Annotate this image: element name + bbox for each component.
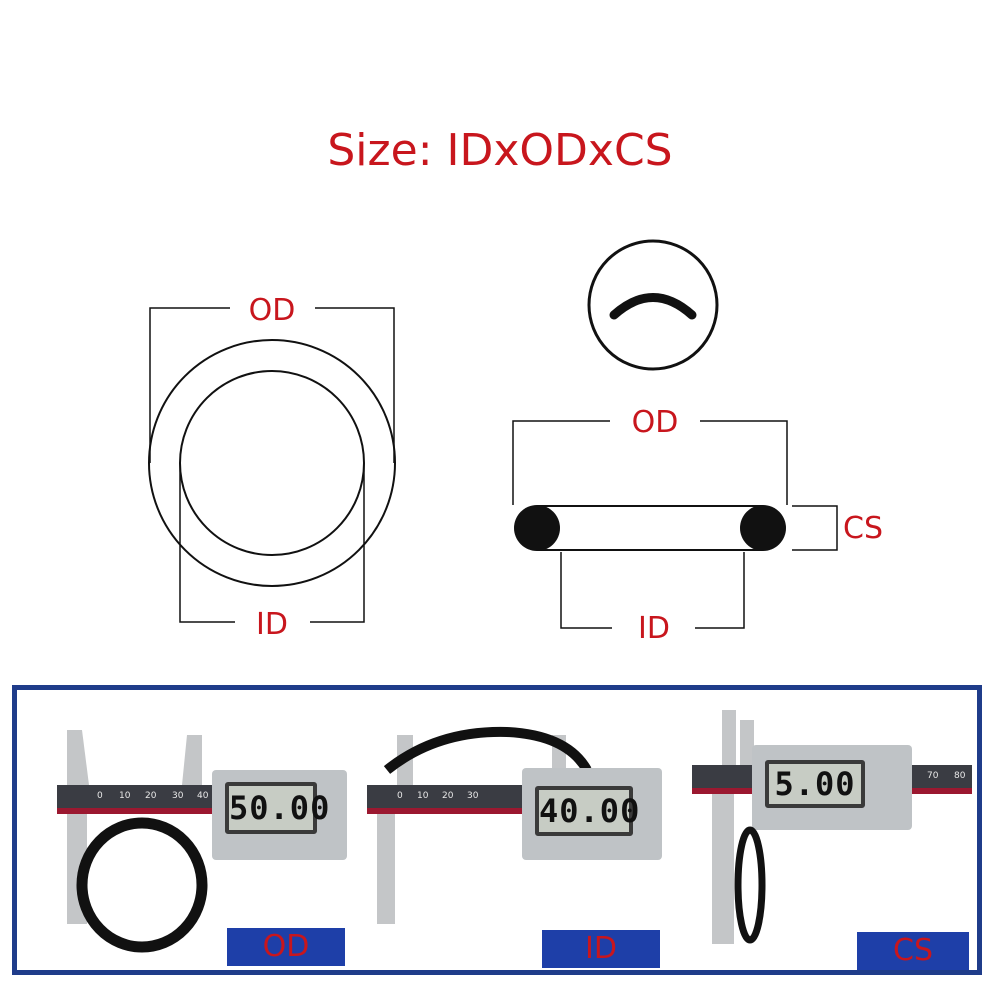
svg-text:80: 80 — [954, 771, 966, 781]
svg-text:70: 70 — [927, 771, 939, 781]
page-title: Size: IDxODxCS — [327, 125, 672, 176]
side-od-line-right — [700, 420, 788, 505]
front-od-label: OD — [249, 293, 296, 328]
side-id-line-right — [695, 552, 745, 629]
svg-text:10: 10 — [417, 791, 429, 801]
side-view — [512, 420, 838, 629]
side-id-label: ID — [638, 611, 670, 646]
svg-text:10: 10 — [119, 791, 131, 801]
caliper-display: 50.00 — [225, 782, 329, 834]
side-od-line-left — [512, 420, 610, 505]
caliper-display: 40.00 — [535, 786, 639, 836]
tag-od: OD — [227, 928, 345, 966]
id-dimension-line — [179, 463, 235, 623]
id-dimension-line-right — [310, 463, 365, 623]
tag-id: ID — [542, 930, 660, 968]
caliper-illustration: 70 80 — [692, 710, 972, 944]
svg-text:30: 30 — [172, 791, 184, 801]
outer-circle — [148, 339, 396, 587]
cs-dimension-line — [792, 505, 838, 551]
od-dimension-line — [149, 307, 230, 463]
inner-circle — [179, 370, 365, 556]
measurement-photo-frame: 0 10 20 30 40 50.00 OD 0 10 20 30 40.00 ID — [12, 685, 982, 975]
svg-text:20: 20 — [442, 791, 454, 801]
side-cs-label: CS — [843, 511, 883, 546]
front-view — [148, 307, 396, 623]
cross-section-detail — [587, 239, 719, 371]
photo-panel-cs: 70 80 5.00 CS — [692, 690, 972, 970]
svg-text:20: 20 — [145, 791, 157, 801]
front-id-label: ID — [256, 607, 288, 642]
od-dimension-line-right — [315, 307, 395, 463]
svg-text:0: 0 — [97, 791, 103, 801]
svg-text:40: 40 — [197, 791, 209, 801]
left-section — [514, 505, 560, 551]
tag-cs: CS — [857, 932, 969, 970]
oring-dimension-diagram: Size: IDxODxCS OD ID OD ID CS — [148, 125, 883, 646]
right-section — [740, 505, 786, 551]
svg-text:0: 0 — [397, 791, 403, 801]
side-id-line-left — [560, 552, 612, 629]
side-od-label: OD — [632, 405, 679, 440]
photo-panel-id: 0 10 20 30 40.00 ID — [357, 690, 662, 970]
caliper-display: 5.00 — [765, 760, 865, 808]
photo-panel-od: 0 10 20 30 40 50.00 OD — [27, 690, 347, 970]
svg-text:30: 30 — [467, 791, 479, 801]
